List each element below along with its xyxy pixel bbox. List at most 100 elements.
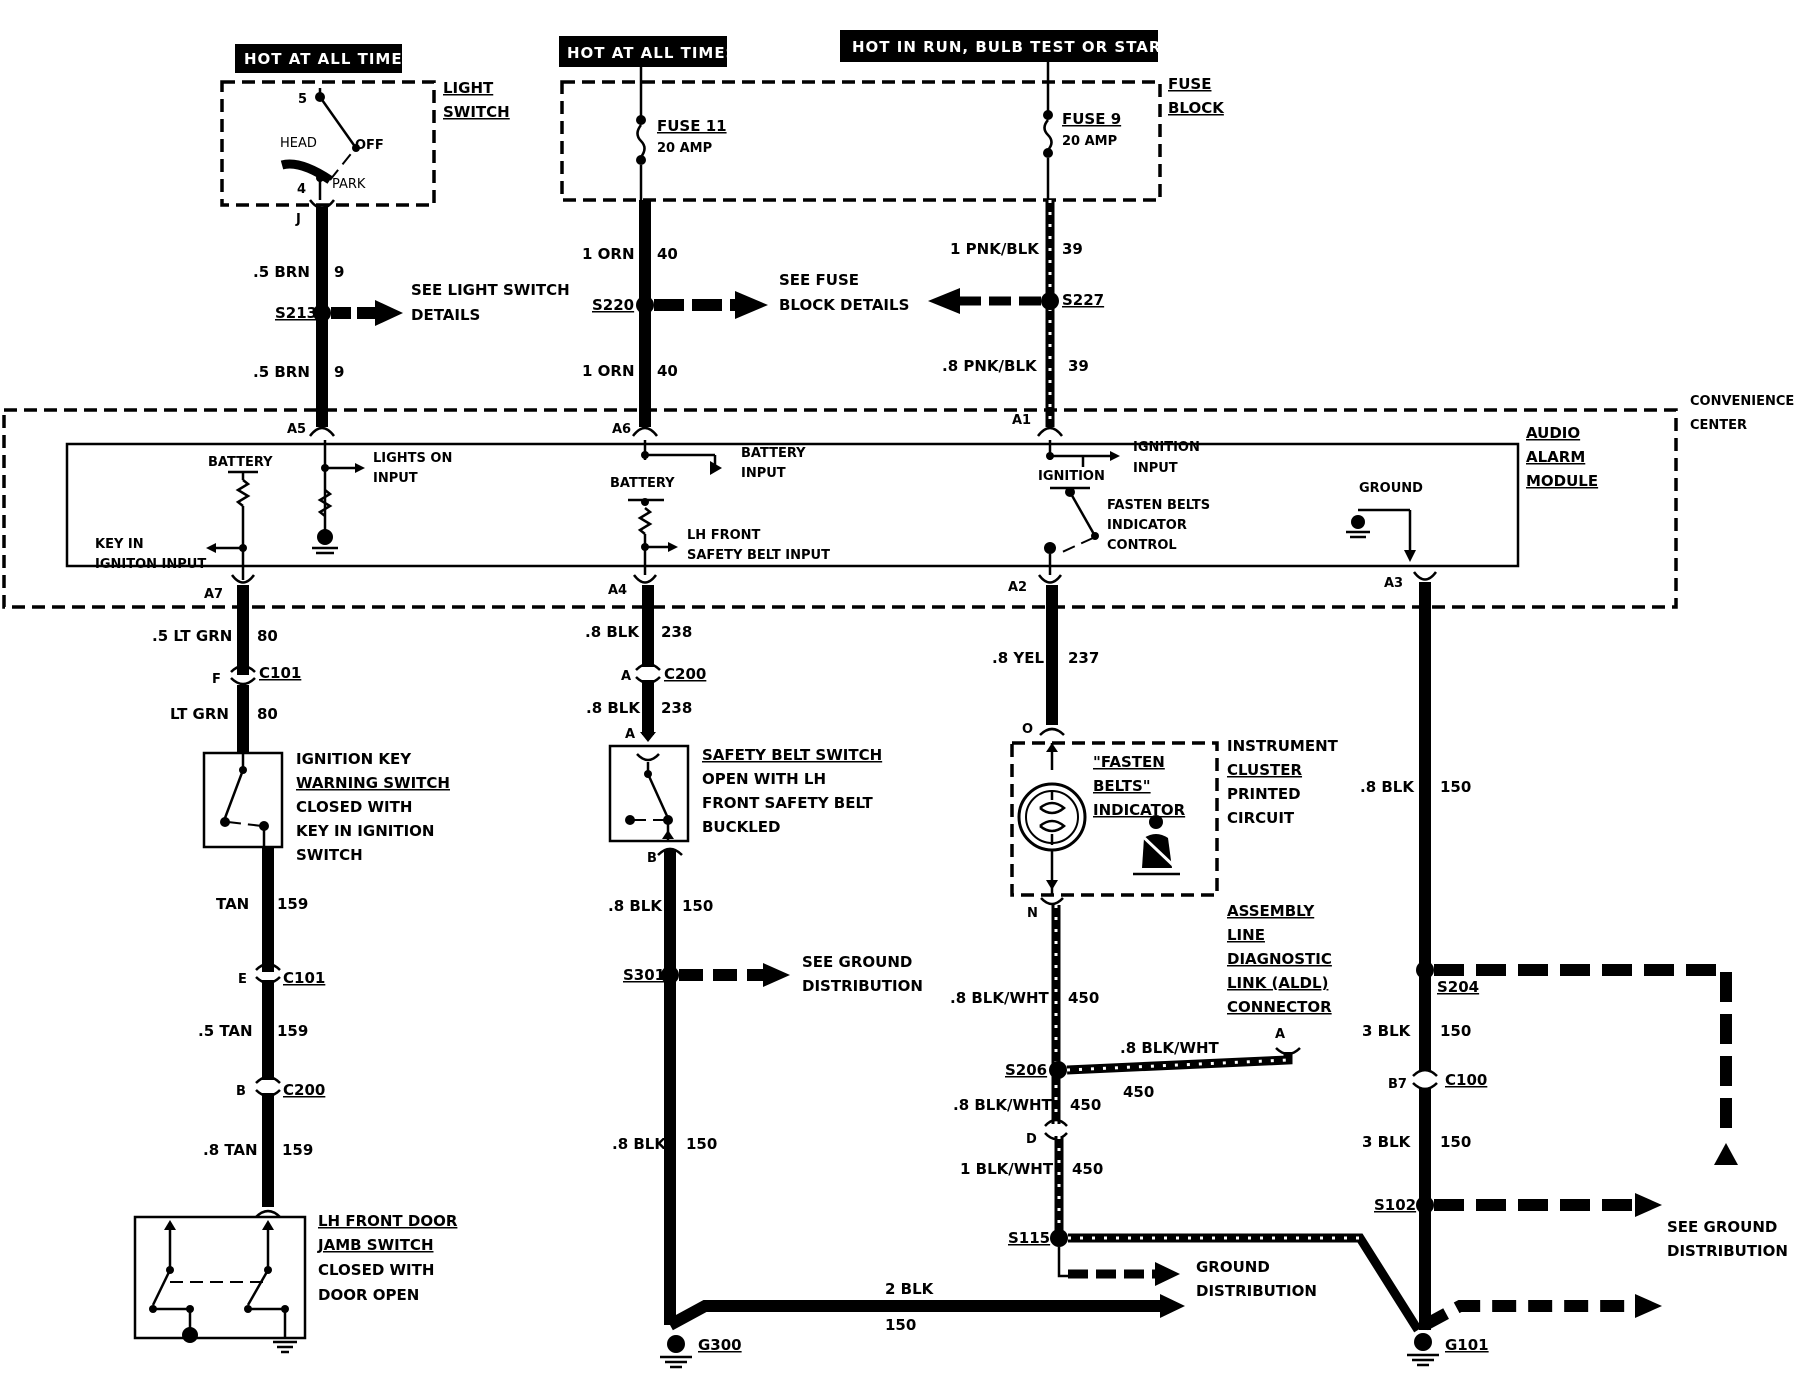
wire-number: 40 [657, 362, 678, 380]
fuse-11: FUSE 11 20 AMP [636, 67, 727, 200]
connector-label: C200 [664, 665, 706, 683]
wire-number: 39 [1062, 240, 1083, 258]
fasten-belts-label: FASTEN BELTS [1107, 498, 1210, 513]
wire-number: 150 [1440, 778, 1471, 796]
component-label: LH FRONT DOOR [318, 1212, 458, 1230]
ground-label: GROUND [1359, 481, 1423, 496]
wire-label: .8 BLK/WHT [950, 989, 1050, 1007]
component-label: ASSEMBLY [1227, 902, 1315, 920]
splice-label: S213 [275, 304, 317, 322]
connector-label: C101 [283, 969, 325, 987]
pin-label: A1 [1012, 413, 1031, 428]
splice-s213 [313, 304, 331, 322]
fuse-label: FUSE 11 [657, 117, 727, 135]
battery-label: BATTERY [610, 476, 675, 491]
splice-label: S227 [1062, 291, 1104, 309]
header-hot-in-run: HOT IN RUN, BULB TEST OR START [840, 30, 1171, 62]
fuse-9: FUSE 9 20 AMP [1043, 62, 1121, 200]
component-label: SWITCH [296, 846, 363, 864]
wire-label: .8 YEL [992, 649, 1044, 667]
header-hot-at-all-times-1: HOT AT ALL TIMES [235, 44, 413, 73]
wire-orn-40: 1 ORN 40 1 ORN 40 S220 SEE FUSE BLOCK DE… [582, 200, 909, 437]
head-label: HEAD [280, 136, 317, 151]
pin-label: E [238, 972, 247, 987]
header-hot-at-all-times-2: HOT AT ALL TIMES [559, 36, 737, 67]
pin-label: 4 [297, 182, 306, 197]
seatbelt-icon [1133, 815, 1180, 876]
wire-brn-9: .5 BRN 9 .5 BRN 9 S213 SEE LIGHT SWITCH … [253, 199, 570, 437]
splice-label: S206 [1005, 1061, 1047, 1079]
see-ground-distribution: DISTRIBUTION [1667, 1242, 1788, 1260]
wire-label: 3 BLK [1362, 1133, 1412, 1151]
see-light-switch-details: DETAILS [411, 306, 480, 324]
convenience-center: CONVENIENCE CENTER AUDIO ALARM MODULE BA… [2, 394, 1794, 609]
pin-label: A4 [608, 583, 627, 598]
connector-label: C200 [283, 1081, 325, 1099]
wire-label: .8 TAN [203, 1141, 258, 1159]
see-light-switch-details: SEE LIGHT SWITCH [411, 281, 570, 299]
component-label: WARNING SWITCH [296, 774, 450, 792]
pin-label: B [647, 851, 657, 866]
battery-input-label: BATTERY [741, 446, 806, 461]
wire-number: 150 [682, 897, 713, 915]
pin-label: F [212, 672, 221, 687]
component-label: PRINTED [1227, 785, 1301, 803]
light-switch-title: SWITCH [443, 103, 510, 121]
wire-label: .8 BLK [586, 699, 641, 717]
pin-label: A3 [1384, 576, 1403, 591]
wire-number: 238 [661, 623, 692, 641]
pin-label: A2 [1008, 580, 1027, 595]
wire-label: .5 BRN [253, 363, 310, 381]
component-label: LINK (ALDL) [1227, 974, 1328, 992]
see-fuse-block-details: SEE FUSE [779, 271, 859, 289]
light-switch: LIGHT SWITCH 5 OFF HEAD PARK 4 J [220, 79, 510, 227]
component-label: BUCKLED [702, 818, 781, 836]
lh-front-door-jamb-switch: LH FRONT DOOR JAMB SWITCH CLOSED WITH DO… [133, 1209, 458, 1354]
pin-label: 5 [298, 92, 307, 107]
wire-number: 159 [282, 1141, 313, 1159]
module-title: MODULE [1526, 472, 1598, 490]
wire-label: LT GRN [170, 705, 229, 723]
wire-number: 80 [257, 627, 278, 645]
ignition-label: IGNITION [1038, 469, 1105, 484]
component-label: JAMB SWITCH [317, 1236, 434, 1254]
column-fasten-belts-circuit: .8 YEL 237 O "FASTEN BELTS" INDICATOR IN… [950, 574, 1422, 1333]
fuse-block: FUSE BLOCK FUSE 11 20 AMP FUSE 9 20 AMP [560, 62, 1225, 202]
splice-label: S220 [592, 296, 634, 314]
wire-label: 1 BLK/WHT [960, 1160, 1054, 1178]
switch-blade [318, 96, 358, 149]
battery-label: BATTERY [208, 455, 273, 470]
see-ground-distribution: SEE GROUND [802, 953, 912, 971]
light-switch-title: LIGHT [443, 79, 494, 97]
component-label: CLOSED WITH [318, 1261, 434, 1279]
wire-label: .5 TAN [198, 1022, 253, 1040]
column-ignition-key-circuit: .5 LT GRN 80 F C101 LT GRN 80 IGNITION K… [133, 574, 458, 1354]
aldl-connector-label: ASSEMBLY LINE DIAGNOSTIC LINK (ALDL) CON… [1227, 902, 1332, 1016]
wire-number: 9 [334, 363, 344, 381]
ground-icon [1351, 515, 1365, 529]
splice-s115 [1050, 1229, 1068, 1247]
ground-distribution: GROUND [1196, 1258, 1270, 1276]
pin-label: B7 [1388, 1077, 1407, 1092]
ground-icon [1414, 1333, 1432, 1351]
pin-label: J [295, 212, 301, 227]
pin-label: B [236, 1084, 246, 1099]
fuse-amp: 20 AMP [1062, 134, 1117, 149]
connector-label: C101 [259, 664, 301, 682]
fuse-label: FUSE 9 [1062, 110, 1121, 128]
wire-number: 150 [1440, 1133, 1471, 1151]
wire-number: 150 [686, 1135, 717, 1153]
component-label: KEY IN IGNITION [296, 822, 434, 840]
wire-label: .8 PNK/BLK [942, 357, 1038, 375]
wire-number: 450 [1070, 1096, 1101, 1114]
fuse-amp: 20 AMP [657, 141, 712, 156]
component-label: CLUSTER [1227, 761, 1302, 779]
header-label: HOT AT ALL TIMES [567, 44, 737, 62]
component-label: LINE [1227, 926, 1265, 944]
component-label: CONNECTOR [1227, 998, 1332, 1016]
pin-label: A [621, 669, 631, 684]
component-label: FRONT SAFETY BELT [702, 794, 874, 812]
wire-number: 450 [1123, 1083, 1154, 1101]
lh-belt-input-label: SAFETY BELT INPUT [687, 548, 830, 563]
